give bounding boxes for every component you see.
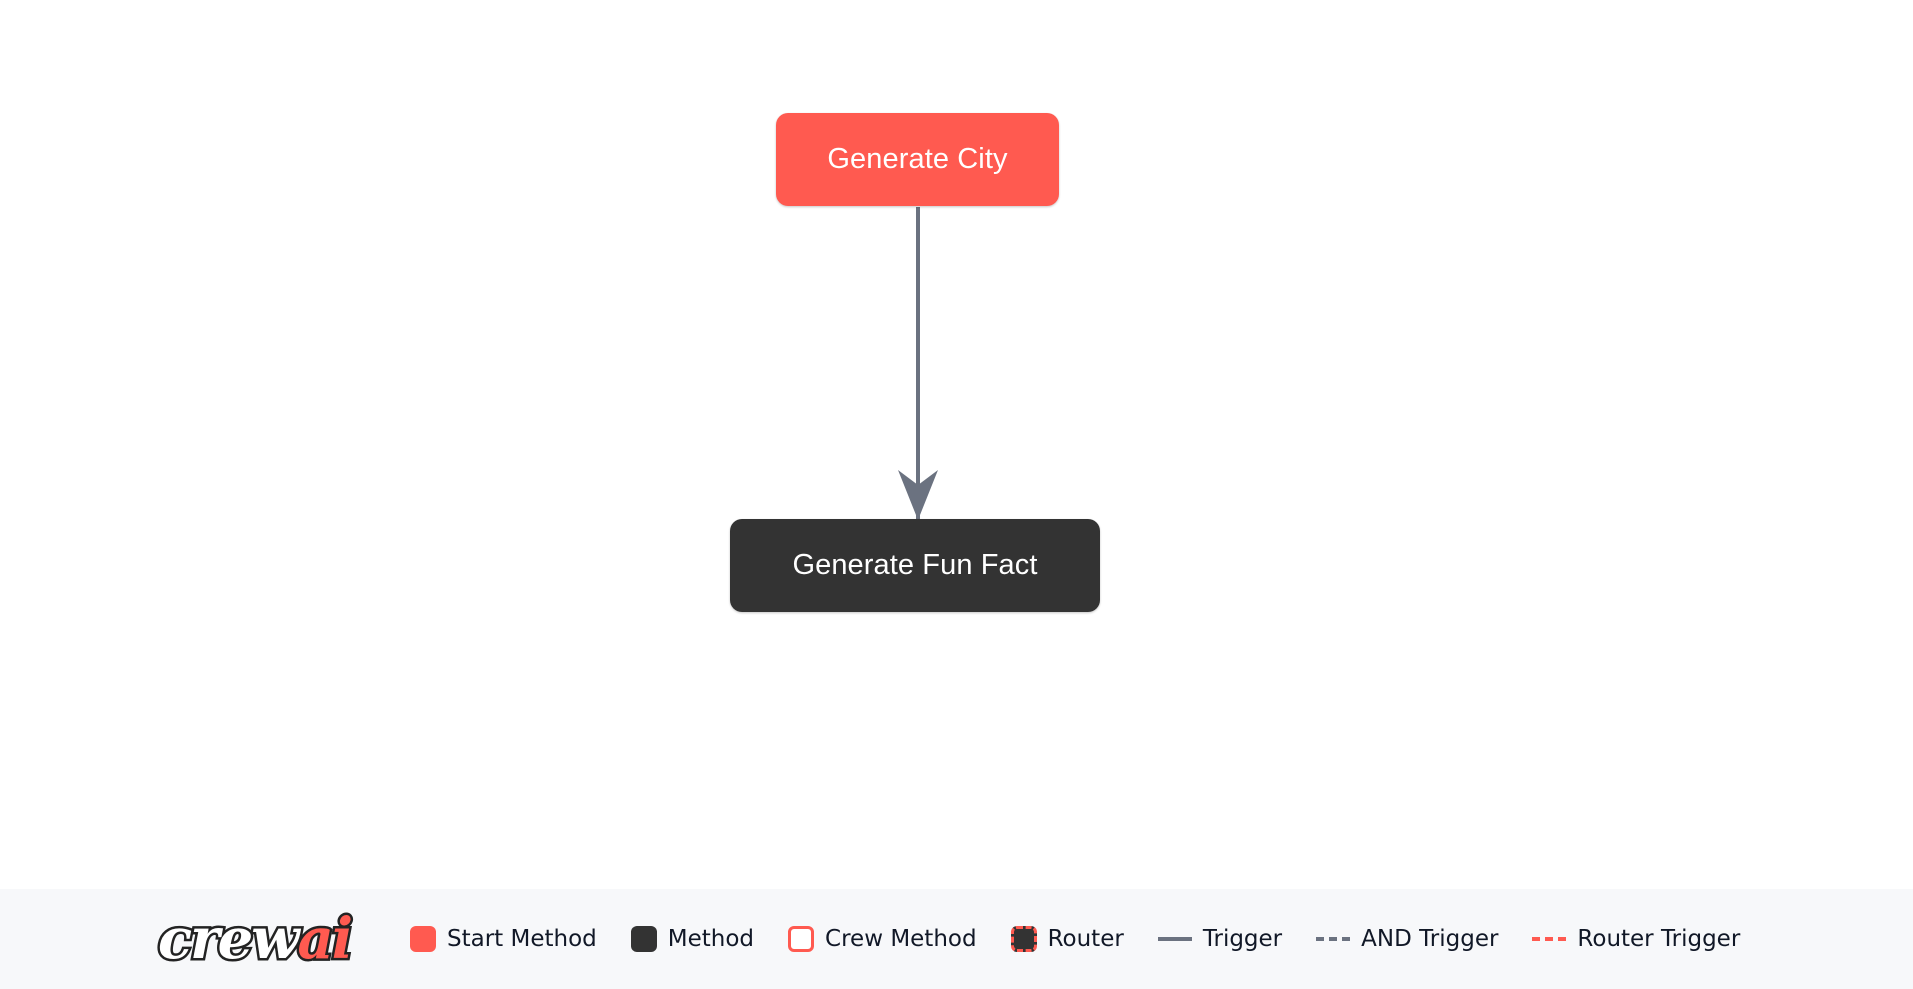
flow-canvas[interactable]: Generate City Generate Fun Fact xyxy=(0,0,1913,889)
logo-text-crew: crew xyxy=(155,906,301,972)
legend-item-start-method: Start Method xyxy=(410,926,597,952)
legend-items: Start Method Method Crew Method Router T… xyxy=(410,926,1913,952)
crew-method-swatch-icon xyxy=(788,926,815,952)
legend-item-label: Crew Method xyxy=(825,925,977,952)
legend-item-method: Method xyxy=(630,925,755,952)
legend-item-label: AND Trigger xyxy=(1361,925,1499,952)
router-swatch-icon xyxy=(1010,926,1037,952)
legend-item-trigger: Trigger xyxy=(1157,925,1283,952)
legend-item-crew-method: Crew Method xyxy=(788,926,977,952)
trigger-line-icon xyxy=(1157,937,1192,941)
logo-text-ai: ai xyxy=(295,906,356,972)
legend-item-router: Router xyxy=(1010,925,1124,952)
legend-bar: crewai Start Method Method Crew Method R… xyxy=(0,889,1913,989)
method-swatch-icon xyxy=(630,926,657,952)
router-trigger-line-icon xyxy=(1532,937,1567,941)
edge-arrowhead-icon xyxy=(898,470,938,520)
legend-item-router-trigger: Router Trigger xyxy=(1532,925,1741,952)
start-method-swatch-icon xyxy=(410,926,436,952)
flow-node-label: Generate Fun Fact xyxy=(792,549,1038,581)
edge-city-to-fun-fact xyxy=(898,207,938,520)
legend-item-label: Start Method xyxy=(447,925,597,952)
crewai-logo[interactable]: crewai xyxy=(155,904,380,974)
legend-item-label: Method xyxy=(667,925,755,952)
legend-item-and-trigger: AND Trigger xyxy=(1316,925,1499,952)
flow-node-generate-city[interactable]: Generate City xyxy=(776,113,1059,206)
legend-item-label: Trigger xyxy=(1202,925,1283,952)
legend-item-label: Router xyxy=(1047,925,1124,952)
and-trigger-line-icon xyxy=(1316,937,1351,941)
flow-node-label: Generate City xyxy=(827,143,1008,175)
flow-node-generate-fun-fact[interactable]: Generate Fun Fact xyxy=(730,519,1100,612)
legend-item-label: Router Trigger xyxy=(1577,925,1741,952)
